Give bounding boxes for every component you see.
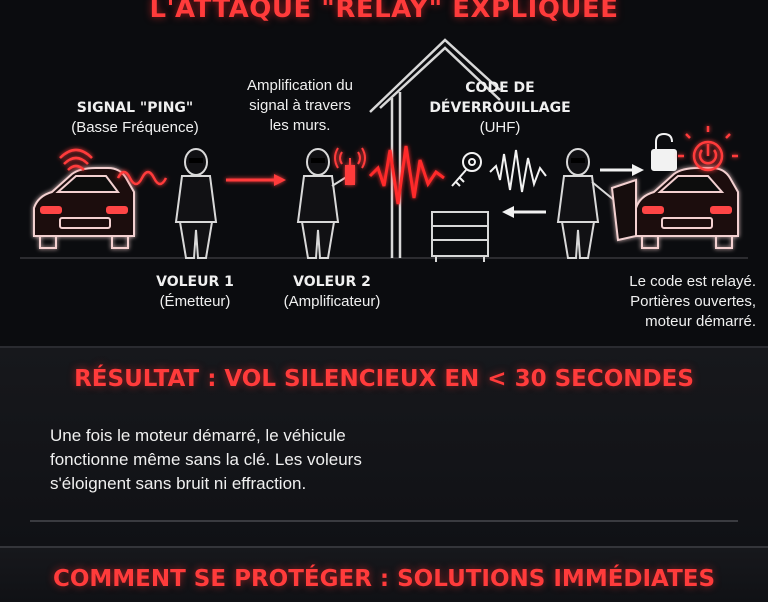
- car-left: [33, 167, 135, 249]
- amplified-signal-wave: [368, 145, 445, 205]
- amplification-line-3: les murs.: [269, 117, 331, 134]
- house-outline: [369, 38, 501, 258]
- unlock-code-title-2: DÉVERROUILLAGE: [429, 100, 571, 116]
- voleur-2-label: VOLEUR 2 (Amplificateur): [262, 272, 402, 312]
- low-frequency-wave: [116, 170, 168, 186]
- amplification-line-2: signal à travers: [249, 97, 351, 114]
- voleur-1-title: VOLEUR 1: [156, 274, 234, 290]
- dresser: [431, 211, 489, 262]
- result-line-2: fonctionne même sans la clé. Les voleurs: [50, 450, 362, 469]
- signal-ping-subtitle: (Basse Fréquence): [71, 119, 199, 136]
- signal-ping-title: SIGNAL "PING": [76, 100, 194, 116]
- voleur-2-subtitle: (Amplificateur): [283, 293, 381, 310]
- amplification-label: Amplification du signal à travers les mu…: [220, 76, 380, 136]
- result-line-3: s'éloignent sans bruit ni effraction.: [50, 474, 307, 493]
- unlock-code-label: CODE DE DÉVERROUILLAGE (UHF): [410, 78, 590, 138]
- thief-3-figure: [556, 148, 615, 259]
- protection-panel: [0, 546, 768, 602]
- relay-result-line-3: moteur démarré.: [645, 313, 756, 330]
- voleur-1-subtitle: (Émetteur): [159, 293, 231, 310]
- voleur-1-label: VOLEUR 1 (Émetteur): [130, 272, 260, 312]
- key-icon: [451, 152, 482, 187]
- return-arrow: [502, 206, 546, 218]
- relay-result-line-2: Portières ouvertes,: [630, 293, 756, 310]
- unlock-code-title-1: CODE DE: [465, 80, 535, 96]
- forward-arrow: [600, 164, 644, 176]
- relay-arrow-1: [226, 174, 286, 186]
- thief-1-figure: [174, 148, 218, 259]
- section-divider: [30, 520, 738, 522]
- voleur-2-title: VOLEUR 2: [293, 274, 371, 290]
- antenna-icon: [334, 147, 366, 185]
- power-button-icon: [678, 126, 738, 172]
- result-panel: [0, 346, 768, 546]
- car-right: [610, 167, 739, 249]
- lock-icon: [651, 132, 677, 171]
- signal-ping-label: SIGNAL "PING" (Basse Fréquence): [50, 98, 220, 138]
- wifi-signal-icon: [59, 148, 93, 171]
- result-title: RÉSULTAT : VOL SILENCIEUX EN < 30 SECOND…: [74, 366, 694, 392]
- result-description: Une fois le moteur démarré, le véhicule …: [50, 424, 410, 496]
- thief-2-figure: [296, 148, 349, 259]
- page-title: L'ATTAQUE "RELAY" EXPLIQUÉE: [149, 0, 619, 24]
- uhf-wave: [489, 149, 547, 193]
- relay-result-label: Le code est relayé. Portières ouvertes, …: [576, 272, 756, 332]
- result-line-1: Une fois le moteur démarré, le véhicule: [50, 426, 346, 445]
- unlock-code-subtitle: (UHF): [479, 119, 521, 136]
- protection-title: COMMENT SE PROTÉGER : SOLUTIONS IMMÉDIAT…: [52, 566, 716, 592]
- amplification-line-1: Amplification du: [247, 77, 353, 94]
- relay-result-line-1: Le code est relayé.: [629, 273, 756, 290]
